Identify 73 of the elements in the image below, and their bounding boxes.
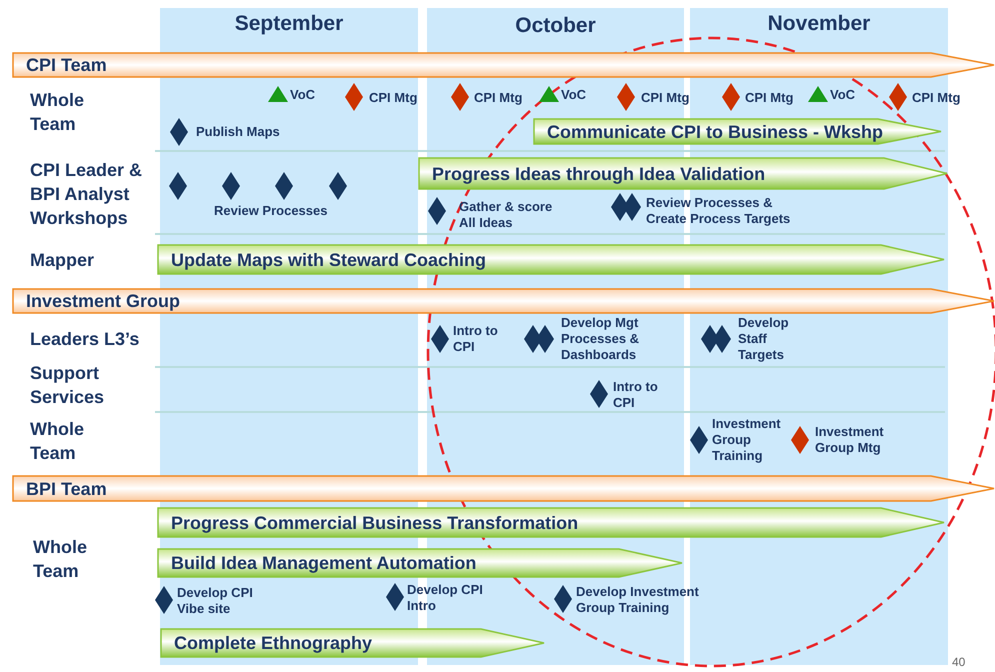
timeline-arrow-bar <box>533 118 942 145</box>
milestone-label: Develop Staff Targets <box>738 315 790 363</box>
bar-label: Progress Ideas through Idea Validation <box>432 164 766 184</box>
timeline-arrow-bar <box>157 244 945 275</box>
diamond-marker <box>345 83 363 111</box>
timeline-arrow-bar <box>12 288 995 314</box>
row-label: CPI Leader & BPI Analyst Workshops <box>30 159 144 230</box>
row-label: Whole Team <box>30 418 85 465</box>
milestone-label: Develop CPI Vibe site <box>177 585 254 617</box>
milestone-label: CPI Mtg <box>745 90 794 106</box>
diamond-marker <box>690 426 708 454</box>
bar-label: Complete Ethnography <box>174 633 372 653</box>
diamond-marker <box>329 172 347 200</box>
timeline-arrow-bar <box>12 52 995 78</box>
triangle-marker <box>539 86 559 102</box>
month-header: November <box>766 12 872 36</box>
milestone-label: VoC <box>830 87 856 103</box>
diamond-marker <box>722 83 740 111</box>
bar-label: Build Idea Management Automation <box>171 553 476 573</box>
diamond-marker <box>431 325 449 353</box>
page-number: 40 <box>952 654 966 670</box>
row-label: Whole Team <box>30 89 85 136</box>
milestone-label: Intro to CPI <box>613 379 659 411</box>
milestone-label: CPI Mtg <box>641 90 690 106</box>
diamond-marker <box>155 586 173 614</box>
diamond-marker <box>791 426 809 454</box>
milestone-label: Investment Group Training <box>712 416 782 464</box>
diamond-marker <box>170 118 188 146</box>
milestone-label: Intro to CPI <box>453 323 499 355</box>
milestone-label: CPI Mtg <box>474 90 524 106</box>
diamond-marker <box>428 197 446 225</box>
milestone-label: Develop Mgt Processes & Dashboards <box>561 315 640 363</box>
timeline-arrow-bar <box>418 157 948 190</box>
milestone-label: Develop Investment Group Training <box>576 584 700 616</box>
bar-label: Progress Commercial Business Transformation <box>171 512 578 532</box>
timeline-arrow-bar <box>157 548 683 578</box>
bar-label: Communicate CPI to Business - Wkshp <box>547 122 884 142</box>
diamond-marker <box>623 193 641 221</box>
row-label: Whole Team <box>33 536 88 583</box>
diamond-marker <box>222 172 240 200</box>
milestone-label: Publish Maps <box>196 124 281 140</box>
diamond-marker <box>554 585 572 613</box>
bar-label: Investment Group <box>26 291 180 311</box>
diamond-marker <box>169 172 187 200</box>
diamond-marker <box>275 172 293 200</box>
milestone-label: Review Processes & Create Process Targets <box>646 195 792 227</box>
triangle-marker <box>808 86 828 102</box>
milestone-label: CPI Mtg <box>912 90 962 106</box>
diamond-marker <box>889 83 907 111</box>
triangle-marker <box>268 86 288 102</box>
timeline-arrow-bar <box>12 475 995 502</box>
row-label: Mapper <box>30 249 96 272</box>
timeline-arrow-bar <box>157 507 945 538</box>
milestone-label: VoC <box>290 87 316 103</box>
row-label: Leaders L3’s <box>30 328 140 351</box>
milestone-label: VoC <box>561 87 588 103</box>
bar-label: BPI Team <box>26 478 107 498</box>
milestone-label: CPI Mtg <box>369 90 418 106</box>
diamond-marker <box>536 325 554 353</box>
row-label: Support Services <box>30 362 106 409</box>
milestone-label: Develop CPI Intro <box>407 582 484 614</box>
diamond-marker <box>617 83 635 111</box>
milestone-label: Investment Group Mtg <box>815 424 885 456</box>
diamond-marker <box>713 325 731 353</box>
bar-label: CPI Team <box>26 55 107 75</box>
timeline-arrow-bar <box>160 628 545 658</box>
diamond-marker <box>590 380 608 408</box>
milestone-label: Review Processes <box>214 203 328 219</box>
diamond-marker <box>386 583 404 611</box>
month-header: October <box>514 14 597 38</box>
diamond-marker <box>451 83 469 111</box>
bar-label: Update Maps with Steward Coaching <box>171 250 486 270</box>
month-header: September <box>234 12 344 36</box>
